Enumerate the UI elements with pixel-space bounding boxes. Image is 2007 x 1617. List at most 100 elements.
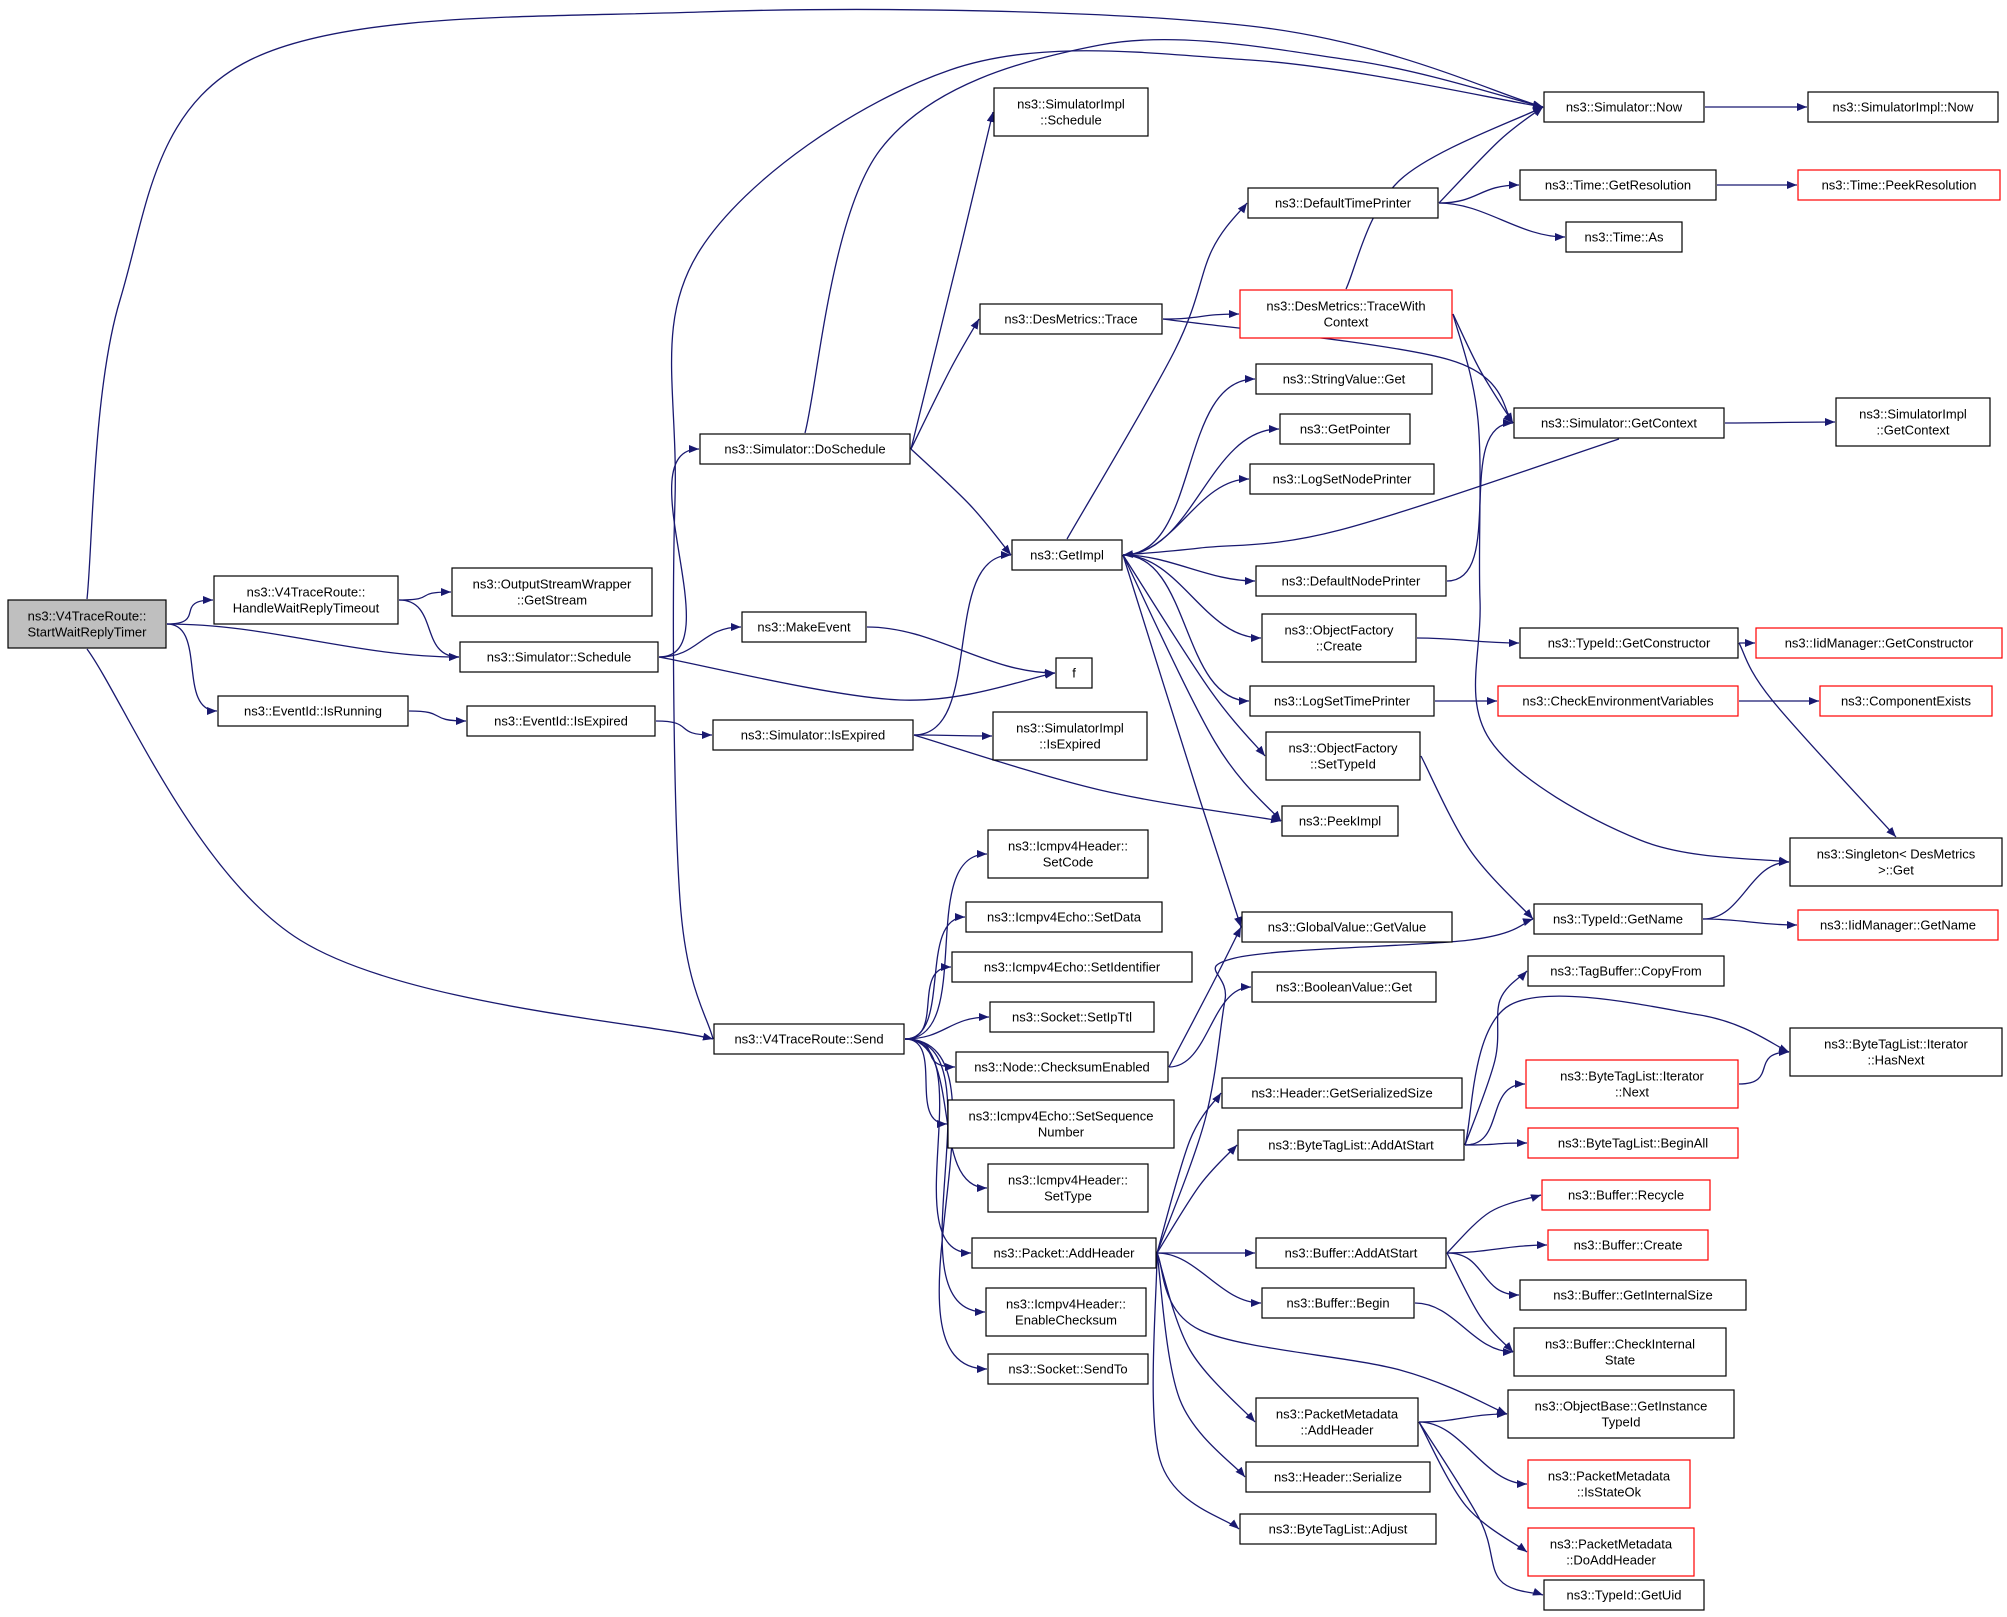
graph-node-f[interactable]: f — [1055, 657, 1093, 689]
graph-node-btl_adjust[interactable]: ns3::ByteTagList::Adjust — [1239, 1513, 1437, 1545]
graph-node-trace[interactable]: ns3::DesMetrics::Trace — [979, 303, 1163, 335]
graph-node-getserialized[interactable]: ns3::Header::GetSerializedSize — [1221, 1077, 1463, 1109]
graph-edge-handle-getstream — [398, 588, 452, 601]
graph-node-simimpl_now[interactable]: ns3::SimulatorImpl::Now — [1807, 91, 1999, 123]
graph-node-getimpl[interactable]: ns3::GetImpl — [1011, 539, 1123, 571]
node-box — [979, 303, 1163, 335]
graph-node-hdr_serialize[interactable]: ns3::Header::Serialize — [1245, 1461, 1431, 1493]
graph-node-isrunning[interactable]: ns3::EventId::IsRunning — [217, 695, 409, 727]
graph-node-setdata[interactable]: ns3::Icmpv4Echo::SetData — [965, 901, 1163, 933]
graph-node-btl_addatstart[interactable]: ns3::ByteTagList::AddAtStart — [1237, 1129, 1465, 1161]
node-box — [1513, 407, 1725, 439]
node-box — [993, 87, 1149, 137]
node-box — [987, 1353, 1149, 1385]
graph-node-logtimeprinter[interactable]: ns3::LogSetTimePrinter — [1249, 685, 1435, 717]
graph-edge-send-setcode — [904, 850, 988, 1040]
graph-edge-timeprinter-now — [1438, 106, 1544, 204]
node-label: ns3::Header::Serialize — [1274, 1470, 1402, 1485]
graph-node-enablechecksum[interactable]: ns3::Icmpv4Header::EnableChecksum — [985, 1287, 1147, 1337]
graph-node-eid_isexpired[interactable]: ns3::EventId::IsExpired — [466, 705, 656, 737]
graph-node-timeprinter[interactable]: ns3::DefaultTimePrinter — [1247, 187, 1439, 219]
graph-node-getcontext[interactable]: ns3::Simulator::GetContext — [1513, 407, 1725, 439]
graph-node-schedule[interactable]: ns3::Simulator::Schedule — [459, 641, 659, 673]
graph-node-buf_recycle[interactable]: ns3::Buffer::Recycle — [1541, 1179, 1711, 1211]
graph-node-factory_settypeid[interactable]: ns3::ObjectFactory::SetTypeId — [1265, 731, 1421, 781]
graph-node-iid_getname[interactable]: ns3::IidManager::GetName — [1797, 909, 1999, 941]
graph-node-getctor[interactable]: ns3::TypeId::GetConstructor — [1519, 627, 1739, 659]
graph-node-setipttl[interactable]: ns3::Socket::SetIpTtl — [989, 1001, 1155, 1033]
graph-node-compexists[interactable]: ns3::ComponentExists — [1819, 685, 1993, 717]
graph-node-pm_isstateok[interactable]: ns3::PacketMetadata::IsStateOk — [1527, 1459, 1691, 1509]
graph-node-buf_addatstart[interactable]: ns3::Buffer::AddAtStart — [1255, 1237, 1447, 1269]
graph-edge-tracectx-now — [1345, 106, 1544, 290]
graph-node-pm_addheader[interactable]: ns3::PacketMetadata::AddHeader — [1255, 1397, 1419, 1447]
graph-node-checkenv[interactable]: ns3::CheckEnvironmentVariables — [1497, 685, 1739, 717]
graph-node-setcode[interactable]: ns3::Icmpv4Header::SetCode — [987, 829, 1149, 879]
graph-node-pm_doaddheader[interactable]: ns3::PacketMetadata::DoAddHeader — [1527, 1527, 1695, 1577]
graph-node-getres[interactable]: ns3::Time::GetResolution — [1519, 169, 1717, 201]
graph-node-sendto[interactable]: ns3::Socket::SendTo — [987, 1353, 1149, 1385]
node-box — [1241, 911, 1453, 943]
node-box — [1011, 539, 1123, 571]
node-label: ns3::BooleanValue::Get — [1276, 980, 1413, 995]
graph-edge-btl_addatstart-tagbuf_copy — [1464, 970, 1528, 1146]
graph-node-lognodeprinter[interactable]: ns3::LogSetNodePrinter — [1249, 463, 1435, 495]
graph-node-handle[interactable]: ns3::V4TraceRoute::HandleWaitReplyTimeou… — [213, 575, 399, 625]
graph-node-factory_create[interactable]: ns3::ObjectFactory::Create — [1261, 613, 1417, 663]
node-label: ns3::OutputStreamWrapper::GetStream — [473, 577, 632, 608]
graph-node-buf_create[interactable]: ns3::Buffer::Create — [1547, 1229, 1709, 1261]
node-box — [1249, 463, 1435, 495]
node-box — [1265, 731, 1421, 781]
graph-node-stringget[interactable]: ns3::StringValue::Get — [1255, 363, 1433, 395]
graph-node-globalval[interactable]: ns3::GlobalValue::GetValue — [1241, 911, 1453, 943]
node-label: ns3::StringValue::Get — [1283, 372, 1406, 387]
graph-node-btl_hasnext[interactable]: ns3::ByteTagList::Iterator::HasNext — [1789, 1027, 2003, 1077]
graph-edge-send-pkt_addheader — [904, 1038, 972, 1257]
graph-node-btl_next[interactable]: ns3::ByteTagList::Iterator::Next — [1525, 1059, 1739, 1109]
graph-node-getpointer[interactable]: ns3::GetPointer — [1279, 413, 1411, 445]
graph-node-simimpl_isexpired[interactable]: ns3::SimulatorImpl::IsExpired — [992, 711, 1148, 761]
graph-node-buf_begin[interactable]: ns3::Buffer::Begin — [1261, 1287, 1415, 1319]
graph-node-send[interactable]: ns3::V4TraceRoute::Send — [713, 1023, 905, 1055]
graph-node-pkt_addheader[interactable]: ns3::Packet::AddHeader — [971, 1237, 1157, 1269]
graph-node-getstream[interactable]: ns3::OutputStreamWrapper::GetStream — [451, 567, 653, 617]
node-box — [1261, 613, 1417, 663]
graph-edge-trace-getcontext — [1162, 318, 1514, 424]
graph-edge-getimpl-globalval — [1122, 554, 1242, 928]
node-box — [951, 951, 1193, 983]
graph-node-makeevent[interactable]: ns3::MakeEvent — [741, 611, 867, 643]
graph-node-now[interactable]: ns3::Simulator::Now — [1543, 91, 1705, 123]
graph-node-btl_beginall[interactable]: ns3::ByteTagList::BeginAll — [1527, 1127, 1739, 1159]
graph-node-setident[interactable]: ns3::Icmpv4Echo::SetIdentifier — [951, 951, 1193, 983]
graph-node-iid_getctor[interactable]: ns3::IidManager::GetConstructor — [1755, 627, 2003, 659]
graph-node-settype[interactable]: ns3::Icmpv4Header::SetType — [987, 1163, 1149, 1213]
graph-node-peekres[interactable]: ns3::Time::PeekResolution — [1797, 169, 2001, 201]
graph-edge-pkt_addheader-pm_addheader — [1156, 1252, 1256, 1423]
graph-node-root[interactable]: ns3::V4TraceRoute::StartWaitReplyTimer — [7, 599, 167, 649]
graph-node-buf_getinternal[interactable]: ns3::Buffer::GetInternalSize — [1519, 1279, 1747, 1311]
node-box — [1543, 1579, 1705, 1611]
graph-node-boolget[interactable]: ns3::BooleanValue::Get — [1251, 971, 1437, 1003]
graph-node-nodeprinter[interactable]: ns3::DefaultNodePrinter — [1255, 565, 1447, 597]
graph-node-singleton[interactable]: ns3::Singleton< DesMetrics>::Get — [1789, 837, 2003, 887]
node-label: ns3::SimulatorImpl::GetContext — [1859, 407, 1967, 438]
graph-node-getname[interactable]: ns3::TypeId::GetName — [1533, 903, 1703, 935]
node-label: ns3::Buffer::AddAtStart — [1285, 1246, 1418, 1261]
graph-node-tagbuf_copy[interactable]: ns3::TagBuffer::CopyFrom — [1527, 955, 1725, 987]
graph-node-getuid[interactable]: ns3::TypeId::GetUid — [1543, 1579, 1705, 1611]
graph-node-doschedule[interactable]: ns3::Simulator::DoSchedule — [699, 433, 911, 465]
node-box — [1279, 413, 1411, 445]
graph-node-checksum[interactable]: ns3::Node::ChecksumEnabled — [955, 1051, 1169, 1083]
graph-node-peekimpl[interactable]: ns3::PeekImpl — [1281, 805, 1399, 837]
graph-node-sim_isexpired[interactable]: ns3::Simulator::IsExpired — [712, 719, 914, 751]
graph-node-timeas[interactable]: ns3::Time::As — [1565, 221, 1683, 253]
graph-node-simimpl_schedule[interactable]: ns3::SimulatorImpl::Schedule — [993, 87, 1149, 137]
graph-edge-pm_addheader-getinstance — [1418, 1410, 1508, 1423]
graph-node-simimpl_getcontext[interactable]: ns3::SimulatorImpl::GetContext — [1835, 397, 1991, 447]
graph-edge-pm_addheader-getuid — [1418, 1421, 1544, 1596]
